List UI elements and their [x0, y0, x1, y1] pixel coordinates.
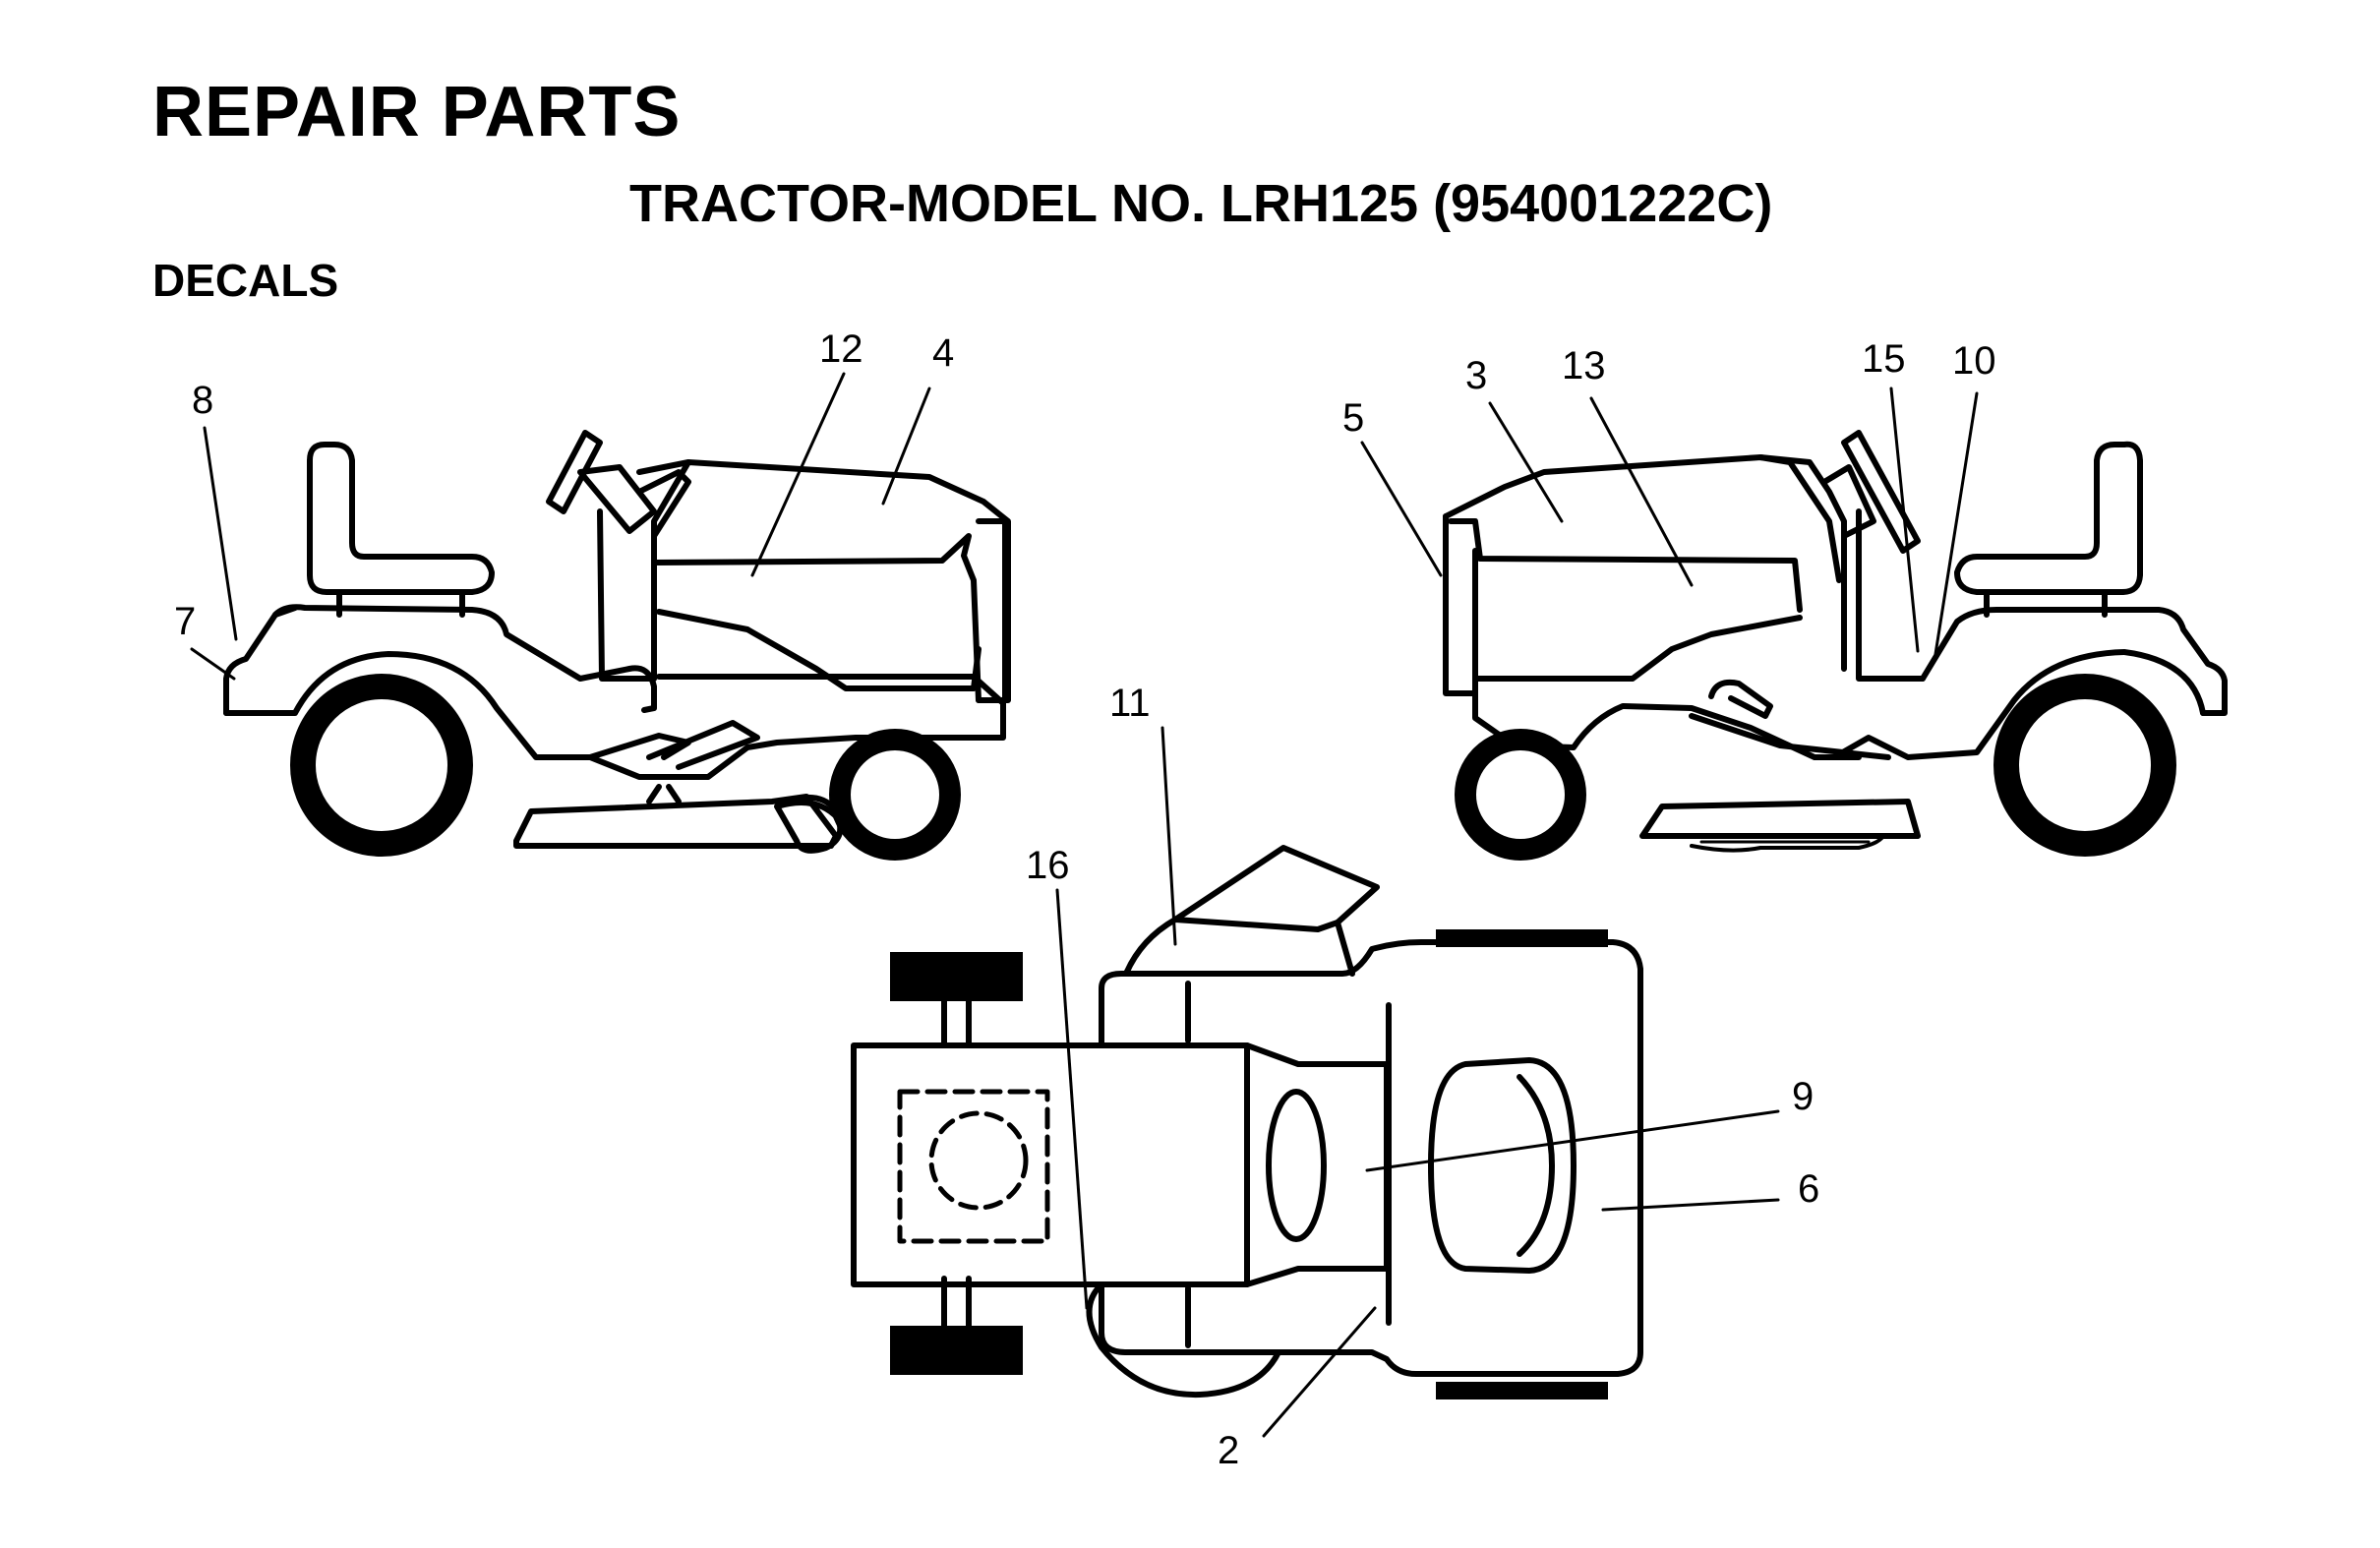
callout-3: 3 — [1465, 354, 1487, 397]
callout-6: 6 — [1798, 1167, 1819, 1211]
callout-10: 10 — [1952, 339, 1996, 383]
rear-bottom-tire-top-view — [1436, 1382, 1608, 1399]
front-right-tire-top-view — [890, 1326, 1023, 1375]
callout-4: 4 — [932, 331, 954, 375]
callout-labels: 8 7 12 4 5 3 13 15 10 11 16 9 6 2 — [174, 327, 1996, 1472]
tractor-right-side-view — [1443, 430, 2228, 861]
callout-9: 9 — [1792, 1075, 1814, 1118]
rear-wheel-left-view — [290, 674, 473, 857]
tractor-top-view — [851, 845, 1643, 1399]
mower-deck-left-view — [513, 794, 839, 849]
callout-13: 13 — [1562, 344, 1606, 387]
callout-11: 11 — [1109, 682, 1151, 725]
callout-leaders — [190, 372, 1979, 1438]
callout-2: 2 — [1218, 1429, 1239, 1472]
callout-12: 12 — [819, 327, 863, 371]
hood-left-view — [636, 459, 1011, 703]
mower-deck-right-view — [1639, 799, 1921, 839]
seat-right-view — [1954, 441, 2143, 595]
tractor-left-side-view — [223, 430, 1011, 861]
model-subtitle: TRACTOR-MODEL NO. LRH125 (954001222C) — [629, 174, 1773, 233]
grass-chute-top-view — [1123, 845, 1380, 977]
fender-right-view — [1920, 607, 2228, 716]
seat-top-view — [1428, 1057, 1577, 1274]
callout-15: 15 — [1862, 337, 1906, 381]
seat-left-view — [307, 442, 495, 595]
front-wheel-left-view — [829, 729, 961, 861]
steering-wheel-left-view — [546, 430, 603, 514]
rear-wheel-right-view — [1993, 674, 2176, 857]
callout-5: 5 — [1342, 396, 1364, 440]
page-title: REPAIR PARTS — [152, 73, 682, 151]
section-heading: DECALS — [152, 255, 339, 306]
front-wheel-right-view — [1455, 729, 1586, 861]
callout-16: 16 — [1026, 844, 1070, 887]
front-left-tire-top-view — [890, 952, 1023, 1001]
hood-top-view — [851, 1042, 1250, 1287]
steering-wheel-right-view — [1841, 430, 1921, 554]
callout-7: 7 — [174, 600, 196, 643]
fender-left-view — [223, 604, 657, 716]
callout-8: 8 — [192, 379, 213, 422]
